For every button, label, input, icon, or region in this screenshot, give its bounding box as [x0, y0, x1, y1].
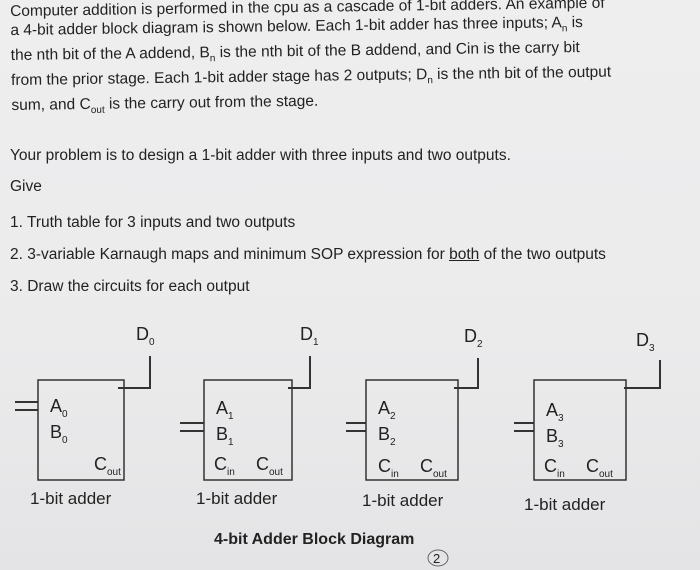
task-item-2: 2. 3-variable Karnaugh maps and minimum …: [10, 246, 606, 263]
cout-2-label: Cout: [420, 456, 447, 480]
input-b2-label: B2: [378, 424, 396, 448]
task-list: 1. Truth table for 3 inputs and two outp…: [10, 214, 606, 310]
task-item-1: 1. Truth table for 3 inputs and two outp…: [10, 214, 296, 231]
adder-caption-1: 1-bit adder: [196, 489, 278, 508]
input-a3-label: A3: [546, 400, 564, 424]
diagram-title: 4-bit Adder Block Diagram: [214, 531, 414, 548]
adder-block-2: [365, 379, 459, 481]
intro-paragraph: Computer addition is performed in the cp…: [10, 0, 692, 121]
give-label: Give: [10, 178, 42, 195]
sum-line-1: [288, 356, 311, 389]
adder-stage-1: D1 A1 B1 Cin Cout 1-bit adder: [180, 324, 319, 508]
adder-caption-0: 1-bit adder: [30, 489, 112, 508]
output-d2-label: D2: [464, 326, 483, 350]
page-number-circle: [427, 549, 449, 567]
adder-stage-0: D0 A0 B0 Cout 1-bit adder: [15, 324, 155, 508]
adder-block-diagram: D0 A0 B0 Cout 1-bit adder D1 A1 B1 Cin C…: [15, 324, 661, 567]
problem-statement: Your problem is to design a 1-bit adder …: [10, 147, 511, 164]
adder-caption-2: 1-bit adder: [362, 491, 444, 510]
output-d1-label: D1: [300, 324, 319, 348]
input-a0-label: A0: [50, 396, 68, 420]
input-lines-2: [346, 422, 366, 432]
input-lines-1: [180, 422, 204, 432]
sum-line-0: [118, 356, 151, 389]
task-item-3: 3. Draw the circuits for each output: [10, 278, 250, 295]
cin-2-label: Cin: [378, 456, 399, 480]
input-b1-label: B1: [216, 424, 234, 448]
adder-block-0: [37, 379, 125, 481]
output-d0-label: D0: [136, 324, 155, 348]
input-lines-0: [15, 401, 38, 411]
adder-stage-2: D2 A2 B2 Cin Cout 1-bit adder: [346, 326, 483, 510]
cin-3-label: Cin: [544, 456, 565, 480]
page-number: 2: [433, 551, 440, 566]
cout-3-label: Cout: [586, 456, 613, 480]
sum-line-2: [454, 358, 479, 389]
sum-line-3: [624, 360, 661, 389]
input-b0-label: B0: [50, 422, 68, 446]
input-lines-3: [514, 422, 534, 432]
cout-0-label: Cout: [94, 454, 121, 478]
adder-block-3: [533, 379, 627, 481]
input-a2-label: A2: [378, 398, 396, 422]
input-b3-label: B3: [546, 426, 564, 450]
adder-block-1: [203, 379, 293, 481]
adder-stage-3: D3 A3 B3 Cin Cout 1-bit adder: [514, 330, 661, 514]
adder-caption-3: 1-bit adder: [524, 495, 606, 514]
cout-1-label: Cout: [256, 454, 283, 478]
input-a1-label: A1: [216, 398, 234, 422]
output-d3-label: D3: [636, 330, 655, 354]
cin-1-label: Cin: [214, 454, 235, 478]
